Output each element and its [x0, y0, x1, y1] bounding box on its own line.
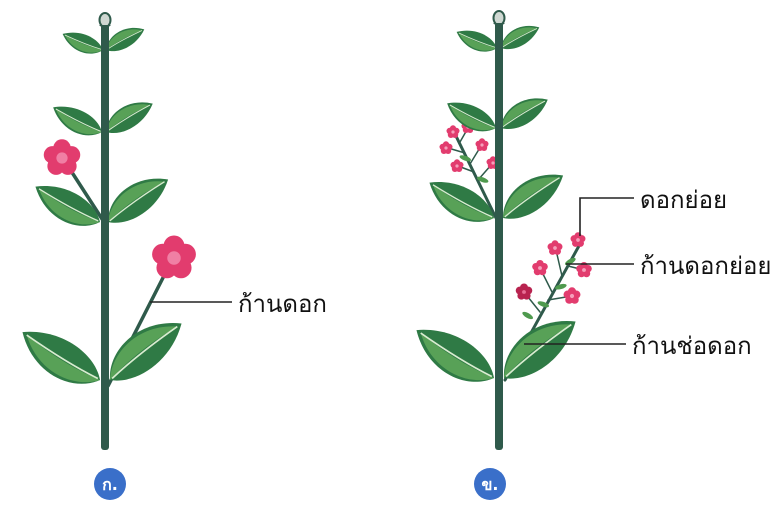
label-line-floret — [580, 198, 634, 236]
plant-a: ก้านดอก ก. — [12, 13, 327, 500]
bud-icon — [99, 13, 111, 28]
label-pedicel-b: ก้านดอกย่อย — [640, 252, 771, 280]
label-pedicel: ก้านดอก — [238, 290, 327, 318]
bud-icon — [493, 11, 505, 26]
label-floret: ดอกย่อย — [640, 186, 727, 214]
plant-b: ดอกย่อย ก้านดอกย่อย ก้านช่อดอก ข. — [406, 11, 771, 500]
flower-icon — [152, 236, 196, 279]
badge-b-letter: ข. — [481, 475, 498, 494]
label-peduncle: ก้านช่อดอก — [632, 332, 752, 360]
flower-icon — [44, 139, 81, 175]
badge-a-letter: ก. — [102, 475, 118, 494]
stem-a — [101, 24, 109, 450]
stem-b — [495, 22, 503, 450]
floret-icon — [516, 232, 592, 320]
